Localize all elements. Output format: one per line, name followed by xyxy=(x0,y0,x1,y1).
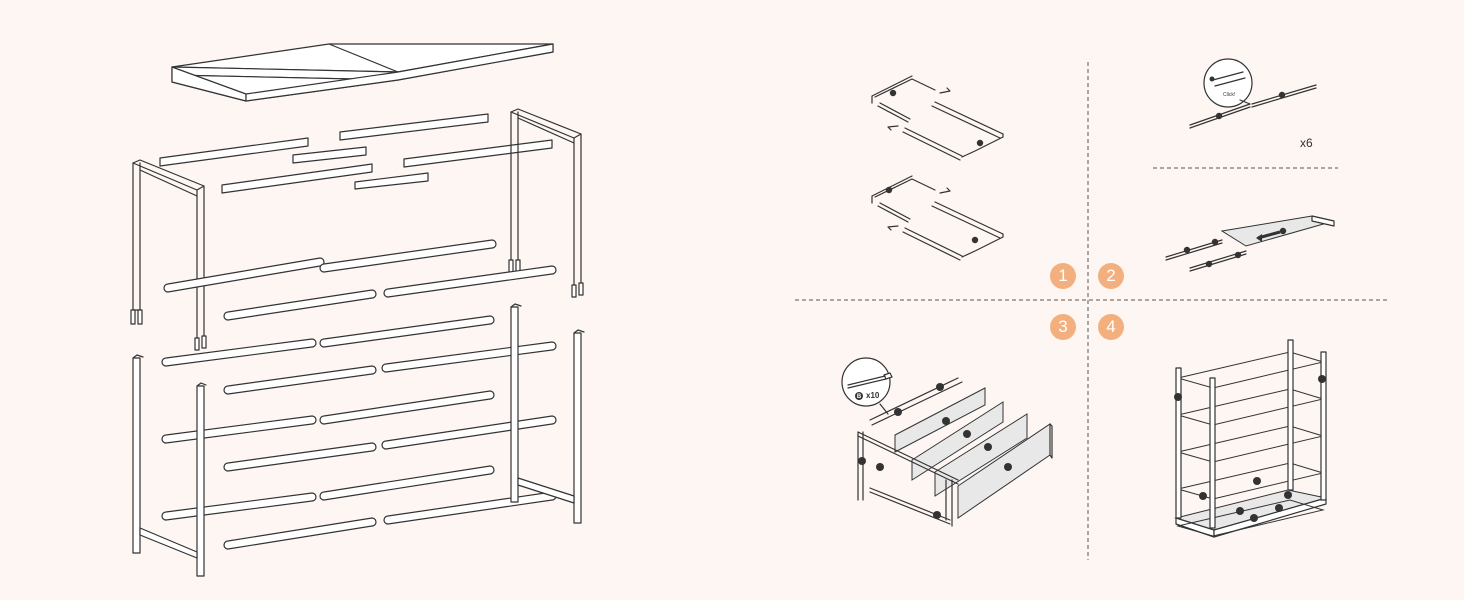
rod xyxy=(319,465,495,501)
rod xyxy=(383,491,557,525)
step-4-badge: 4 xyxy=(1098,314,1124,340)
rod xyxy=(223,442,377,472)
rod xyxy=(381,341,557,373)
cross-bars xyxy=(159,113,553,194)
step4-illustration xyxy=(1174,339,1327,538)
rod xyxy=(381,415,557,450)
rod xyxy=(223,289,377,321)
upper-left-frame xyxy=(130,159,207,351)
shelf-outline xyxy=(1176,425,1325,463)
bolt-quantity: x10 xyxy=(866,391,880,400)
bolt-part-label: B xyxy=(857,394,862,400)
rod xyxy=(383,265,557,298)
step1-illustration xyxy=(871,75,1004,261)
rod xyxy=(319,239,497,273)
lower-left-frame xyxy=(132,354,207,577)
step2-illustration: Click! x6 xyxy=(1165,58,1335,272)
bolt-callout xyxy=(841,357,891,407)
step3-illustration: B x10 xyxy=(841,357,1053,527)
rod xyxy=(223,517,377,550)
rod xyxy=(319,390,495,425)
shelf-outline xyxy=(1176,499,1325,537)
shelf-outline xyxy=(1176,351,1325,389)
step2-multiplier: x6 xyxy=(1300,136,1313,150)
shelf-outline xyxy=(1176,388,1325,426)
top-board xyxy=(171,43,554,102)
rod xyxy=(161,338,317,367)
exploded-view xyxy=(130,43,585,577)
rod xyxy=(161,415,317,444)
rod xyxy=(319,315,495,348)
step-2-badge: 2 xyxy=(1098,263,1124,289)
shelf-rods xyxy=(161,239,557,550)
rod xyxy=(163,257,325,293)
rod xyxy=(161,492,317,521)
lower-right-frame xyxy=(510,303,585,524)
step-3-badge: 3 xyxy=(1050,314,1076,340)
rod xyxy=(223,365,377,395)
step-1-badge: 1 xyxy=(1050,263,1076,289)
click-label: Click! xyxy=(1223,92,1235,98)
